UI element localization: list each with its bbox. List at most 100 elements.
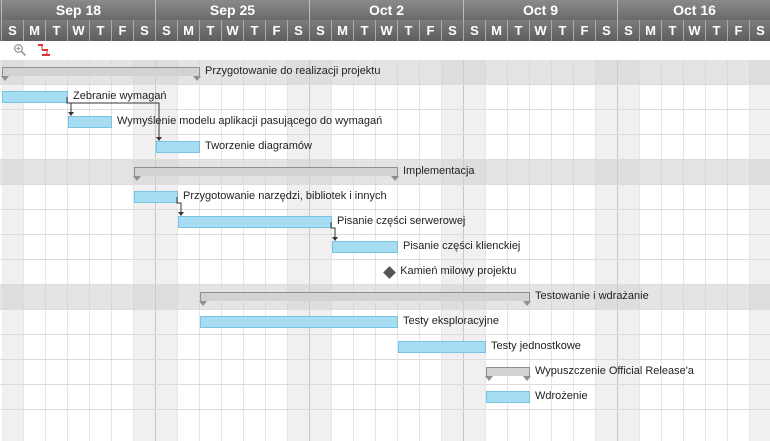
day-column: [662, 60, 684, 441]
day-column: [200, 60, 222, 441]
task-row: [0, 185, 770, 210]
day-column: [24, 60, 46, 441]
task-bar[interactable]: [156, 141, 200, 153]
day-header: W: [530, 20, 552, 41]
task-label: Pisanie części serwerowej: [337, 215, 466, 227]
day-header: M: [486, 20, 508, 41]
day-header: M: [640, 20, 662, 41]
task-row: [0, 235, 770, 260]
task-bar[interactable]: [332, 241, 398, 253]
week-header: Oct 2: [310, 0, 464, 20]
day-header: F: [266, 20, 288, 41]
task-label: Testowanie i wdrażanie: [535, 290, 649, 302]
day-header: T: [46, 20, 68, 41]
task-bar[interactable]: [178, 216, 332, 228]
week-header-edge: [0, 0, 2, 20]
day-header: T: [508, 20, 530, 41]
day-header: W: [222, 20, 244, 41]
task-label: Kamień milowy projektu: [400, 265, 517, 277]
day-header: S: [2, 20, 24, 41]
day-header: S: [596, 20, 618, 41]
task-bar[interactable]: [200, 316, 398, 328]
summary-bar[interactable]: [133, 167, 399, 181]
day-column: [156, 60, 178, 441]
day-column: [596, 60, 618, 441]
task-bar[interactable]: [68, 116, 112, 128]
day-column: [244, 60, 266, 441]
task-row: [0, 85, 770, 110]
day-column: [46, 60, 68, 441]
day-column: [486, 60, 508, 441]
day-column: [420, 60, 442, 441]
task-row: [0, 135, 770, 160]
day-column: [2, 60, 24, 441]
task-row: [0, 260, 770, 285]
task-label: Przygotowanie narzędzi, bibliotek i inny…: [183, 190, 387, 202]
day-header: F: [574, 20, 596, 41]
day-column: [552, 60, 574, 441]
day-column: [222, 60, 244, 441]
task-label: Implementacja: [403, 165, 475, 177]
task-label: Testy eksploracyjne: [403, 315, 499, 327]
week-header: Oct 16: [618, 0, 770, 20]
day-column: [750, 60, 770, 441]
task-row: [0, 360, 770, 385]
day-header: S: [442, 20, 464, 41]
task-bar[interactable]: [486, 391, 530, 403]
day-header: T: [706, 20, 728, 41]
day-header: T: [90, 20, 112, 41]
day-column: [530, 60, 552, 441]
task-label: Wypuszczenie Official Release'a: [535, 365, 694, 377]
day-header: T: [200, 20, 222, 41]
week-header: Sep 18: [2, 0, 156, 20]
zoom-icon[interactable]: [13, 43, 27, 57]
task-label: Zebranie wymagań: [73, 90, 167, 102]
summary-bar[interactable]: [1, 67, 201, 81]
day-header: S: [310, 20, 332, 41]
day-column: [640, 60, 662, 441]
day-header: S: [618, 20, 640, 41]
day-header: T: [662, 20, 684, 41]
task-label: Wdrożenie: [535, 390, 588, 402]
day-header: S: [464, 20, 486, 41]
task-bar[interactable]: [2, 91, 68, 103]
day-header: S: [134, 20, 156, 41]
day-column: [90, 60, 112, 441]
day-header: W: [68, 20, 90, 41]
day-header: S: [156, 20, 178, 41]
day-header: S: [288, 20, 310, 41]
day-header-edge: [0, 20, 2, 41]
day-column: [398, 60, 420, 441]
day-header: F: [728, 20, 750, 41]
day-column: [728, 60, 750, 441]
summary-bar[interactable]: [485, 367, 531, 381]
week-header: Sep 25: [156, 0, 310, 20]
day-column: [618, 60, 640, 441]
day-column: [574, 60, 596, 441]
day-column: [134, 60, 156, 441]
task-bar[interactable]: [134, 191, 178, 203]
summary-bar[interactable]: [199, 292, 531, 306]
day-header: F: [112, 20, 134, 41]
critical-path-icon[interactable]: [37, 43, 51, 57]
task-row: [0, 310, 770, 335]
day-column: [68, 60, 90, 441]
task-label: Pisanie części klienckiej: [403, 240, 521, 252]
task-row: [0, 335, 770, 360]
day-header: T: [354, 20, 376, 41]
day-header: T: [244, 20, 266, 41]
task-label: Wymyślenie modelu aplikacji pasującego d…: [117, 115, 383, 127]
day-column: [310, 60, 332, 441]
day-header: W: [684, 20, 706, 41]
day-column: [684, 60, 706, 441]
day-header: M: [24, 20, 46, 41]
day-column: [178, 60, 200, 441]
task-label: Tworzenie diagramów: [205, 140, 312, 152]
day-column: [266, 60, 288, 441]
task-bar[interactable]: [398, 341, 486, 353]
task-row: [0, 385, 770, 410]
day-header: M: [332, 20, 354, 41]
week-header: Oct 9: [464, 0, 618, 20]
task-row: [0, 210, 770, 235]
